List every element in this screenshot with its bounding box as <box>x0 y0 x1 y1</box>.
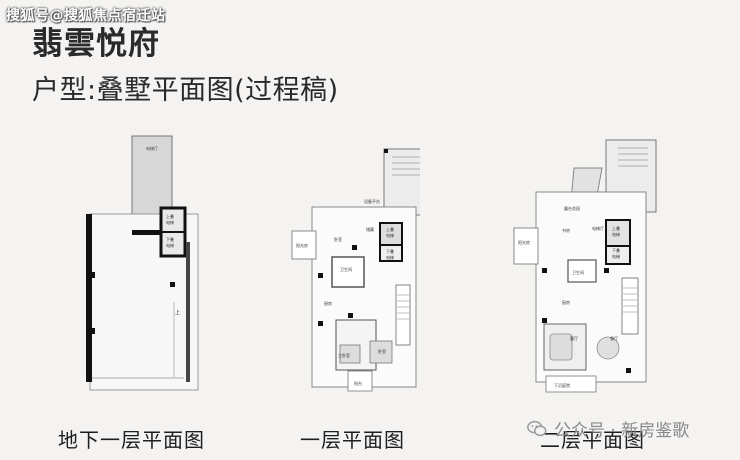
svg-text:电梯: 电梯 <box>166 242 174 248</box>
bath <box>331 256 365 288</box>
svg-text:上叠: 上叠 <box>386 226 394 232</box>
svg-text:厨房: 厨房 <box>562 299 570 305</box>
svg-text:主卧室: 主卧室 <box>338 352 350 358</box>
svg-text:电梯: 电梯 <box>612 253 620 259</box>
stair-shaft <box>383 148 420 216</box>
svg-text:厨房: 厨房 <box>324 300 332 306</box>
svg-text:电梯: 电梯 <box>612 231 620 237</box>
svg-text:下沉庭院: 下沉庭院 <box>554 382 570 388</box>
svg-text:书房: 书房 <box>562 227 570 233</box>
basement-west-wall <box>86 214 92 382</box>
sunken-courtyard <box>545 375 597 393</box>
svg-text:露台花园: 露台花园 <box>564 205 580 211</box>
account-name: 公众号 · 新房鉴歌 <box>554 421 690 441</box>
second-floor-plan: 露台花园 电梯厅 书房 阳光房 上叠 电梯 下叠 电梯 卫生间 厨房 客厅 餐厅… <box>513 139 657 393</box>
svg-text:阳光房: 阳光房 <box>518 239 530 245</box>
svg-text:卧室: 卧室 <box>334 236 342 242</box>
svg-text:阳光房: 阳光房 <box>296 242 308 248</box>
sunroom <box>513 227 539 265</box>
svg-text:下叠: 下叠 <box>166 237 174 242</box>
svg-text:卧室: 卧室 <box>378 348 386 354</box>
svg-text:上叠: 上叠 <box>612 225 620 231</box>
svg-text:储藏: 储藏 <box>366 226 374 232</box>
svg-text:卫生间: 卫生间 <box>572 269 584 275</box>
sunroom <box>291 230 317 260</box>
svg-text:上叠: 上叠 <box>166 213 174 219</box>
page-title: 翡雲悦府 <box>32 26 160 62</box>
svg-text:电梯厅: 电梯厅 <box>592 225 604 231</box>
svg-text:下叠: 下叠 <box>612 248 620 253</box>
floor2-caption: 二层平面图 <box>540 428 645 452</box>
svg-text:餐厅: 餐厅 <box>610 335 618 341</box>
svg-text:下叠: 下叠 <box>386 249 394 254</box>
svg-text:电梯: 电梯 <box>386 232 394 238</box>
room-label: 电梯厅 <box>146 145 158 151</box>
watermark: 搜狐号@搜狐焦点宿迁站 <box>6 8 166 24</box>
floor1-caption: 一层平面图 <box>300 428 405 452</box>
wechat-account-badge: 公众号 · 新房鉴歌 <box>526 416 689 441</box>
svg-text:阳台: 阳台 <box>354 380 362 386</box>
first-floor-plan: 设备平台 储藏 上叠 电梯 下叠 电梯 阳光房 卧室 卫生间 厨房 主卧室 卧室… <box>291 148 420 392</box>
bath <box>567 259 597 283</box>
wechat-icon <box>527 420 547 436</box>
balcony <box>347 370 373 392</box>
svg-text:设备平台: 设备平台 <box>364 198 380 204</box>
svg-text:电梯: 电梯 <box>386 254 394 260</box>
basement-east-wall <box>186 242 190 382</box>
wall-segment <box>132 230 160 235</box>
basement-floor-plan: 电梯厅 上叠 电梯 下叠 电梯 上 <box>86 135 199 391</box>
svg-text:卫生间: 卫生间 <box>340 266 352 272</box>
svg-text:上: 上 <box>175 309 180 316</box>
stair-block <box>605 219 631 247</box>
page-subtitle: 户型:叠墅平面图(过程稿) <box>32 75 339 106</box>
svg-text:电梯: 电梯 <box>166 219 174 225</box>
svg-text:客厅: 客厅 <box>570 335 578 341</box>
basement-caption: 地下一层平面图 <box>58 428 205 452</box>
